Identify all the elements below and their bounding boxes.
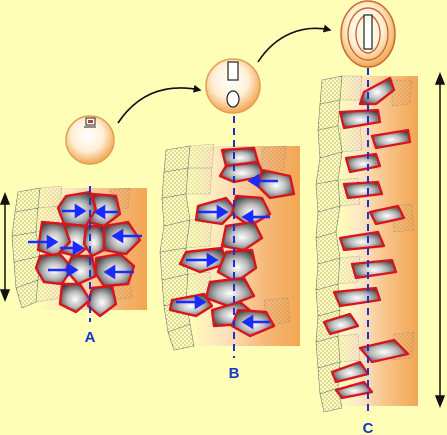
convergence-arrow xyxy=(198,204,229,220)
cell xyxy=(350,258,398,280)
stage-label-a: A xyxy=(85,329,96,346)
progression-arrow-1 xyxy=(117,84,202,124)
convergence-arrow xyxy=(247,173,278,189)
cell xyxy=(368,204,406,226)
cell xyxy=(338,230,386,252)
embryo-icon-a xyxy=(65,115,115,165)
progression-arrow-2 xyxy=(257,24,332,63)
cell xyxy=(370,128,412,150)
tissue-b xyxy=(159,116,300,358)
convergence-arrow xyxy=(48,262,79,278)
cell xyxy=(342,180,384,200)
tissue-c xyxy=(315,68,418,416)
cell xyxy=(216,248,258,284)
convergence-arrow xyxy=(103,264,134,280)
cell xyxy=(230,194,272,228)
stage-label-c: C xyxy=(363,420,374,435)
convergence-arrow xyxy=(93,204,118,220)
convergence-arrow xyxy=(60,240,85,256)
convergence-arrow xyxy=(111,228,142,244)
convergence-arrow xyxy=(176,294,207,310)
cell xyxy=(220,220,264,252)
cell xyxy=(218,160,266,184)
cell xyxy=(334,380,374,400)
convergence-arrow xyxy=(62,203,87,219)
tissue-a xyxy=(11,185,147,322)
convergence-arrow xyxy=(186,252,219,268)
convergence-arrow xyxy=(28,234,59,250)
length-bar-a xyxy=(0,191,11,303)
length-bar-c xyxy=(434,71,446,409)
convergence-arrow xyxy=(241,209,270,225)
cell xyxy=(86,284,118,318)
cell xyxy=(344,152,382,174)
stage-label-b: B xyxy=(229,365,240,382)
convergence-arrow xyxy=(241,314,270,330)
cell xyxy=(338,108,382,130)
cell xyxy=(204,276,256,308)
cell xyxy=(58,282,92,314)
embryo-icon-c xyxy=(340,0,396,68)
embryo-icon-b xyxy=(205,58,261,114)
cell xyxy=(322,312,360,336)
